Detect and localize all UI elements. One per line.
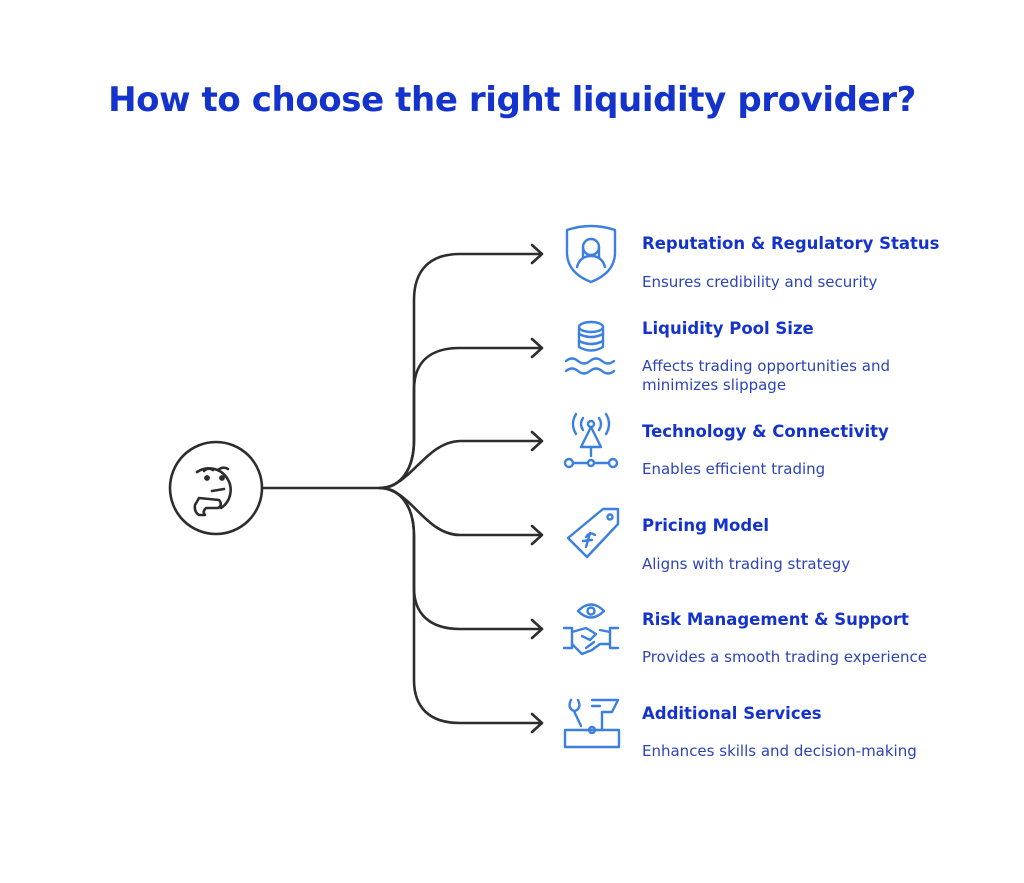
arrowhead <box>530 430 544 452</box>
arrowhead <box>530 618 544 640</box>
item-title-services: Additional Services <box>642 704 822 723</box>
arrowhead <box>530 337 544 359</box>
item-description-liquidity-pool: Affects trading opportunities and minimi… <box>642 357 890 394</box>
item-description-pricing: Aligns with trading strategy <box>642 555 851 573</box>
arrowhead <box>530 524 544 546</box>
branch-connector <box>378 486 542 537</box>
item-title-reputation: Reputation & Regulatory Status <box>642 234 940 253</box>
antenna-network-icon <box>563 412 619 469</box>
arrowhead <box>530 712 544 734</box>
branch-connector <box>378 346 542 490</box>
page-title: How to choose the right liquidity provid… <box>108 80 916 120</box>
toolbox-icon <box>563 698 621 749</box>
shield-user-icon <box>565 224 617 284</box>
item-title-liquidity-pool: Liquidity Pool Size <box>642 319 814 338</box>
handshake-eye-icon <box>562 603 620 656</box>
item-description-risk: Provides a smooth trading experience <box>642 648 927 666</box>
price-tag-icon <box>566 507 620 559</box>
branch-connector <box>378 439 542 490</box>
item-title-risk: Risk Management & Support <box>642 610 909 629</box>
item-title-pricing: Pricing Model <box>642 516 770 535</box>
item-title-technology: Technology & Connectivity <box>642 422 889 441</box>
branch-connector <box>378 486 542 725</box>
arrowhead <box>530 243 544 265</box>
item-description-services: Enhances skills and decision-making <box>642 742 917 760</box>
thinking-face-icon <box>168 440 264 536</box>
item-description-reputation: Ensures credibility and security <box>642 273 878 291</box>
branch-connector <box>378 486 542 631</box>
branch-connector <box>378 252 542 490</box>
item-description-technology: Enables efficient trading <box>642 460 826 478</box>
database-waves-icon <box>564 320 616 375</box>
